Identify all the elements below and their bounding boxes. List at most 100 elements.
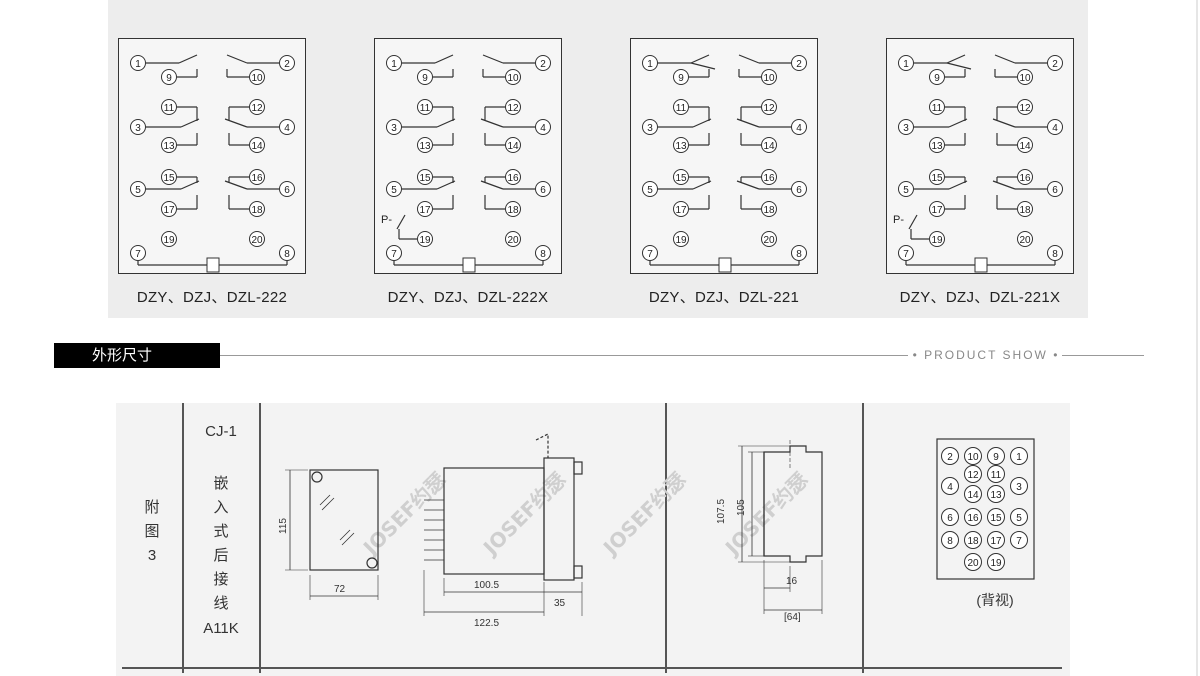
terminal-4: 4 — [279, 119, 295, 135]
back-terminal-label: 1 — [1016, 452, 1022, 463]
terminal-circle — [130, 181, 146, 197]
terminal-label: 11 — [164, 103, 175, 114]
terminal-11: 11 — [161, 99, 177, 115]
terminal-label: 2 — [540, 59, 546, 70]
terminal-circle — [386, 119, 402, 135]
terminal-circle — [505, 99, 521, 115]
terminal-circle — [1017, 137, 1033, 153]
back-terminal-5 — [1010, 508, 1028, 526]
terminal-circle — [929, 231, 945, 247]
terminal-19: 19 — [929, 231, 945, 247]
terminal-circle — [417, 137, 433, 153]
terminal-3: 3 — [898, 119, 914, 135]
terminal-circle — [791, 245, 807, 261]
terminal-circle — [130, 245, 146, 261]
terminal-label: 3 — [135, 123, 141, 134]
contact-right — [994, 54, 1016, 64]
terminal-circle — [1047, 245, 1063, 261]
terminal-circle — [1017, 169, 1033, 185]
contact-right — [480, 118, 504, 128]
terminal-2: 2 — [791, 55, 807, 71]
terminal-circle — [535, 181, 551, 197]
model-label: DZY、DZJ、DZL-222X — [387, 289, 549, 306]
terminal-label: 4 — [1052, 123, 1058, 134]
terminal-circle — [535, 245, 551, 261]
terminal-4: 4 — [535, 119, 551, 135]
terminal-label: 3 — [903, 123, 909, 134]
terminal-label: 4 — [796, 123, 802, 134]
terminal-circle — [279, 55, 295, 71]
terminal-5: 5 — [130, 181, 146, 197]
contact-right — [992, 118, 1016, 128]
terminal-9: 9 — [417, 69, 433, 85]
terminal-10: 10 — [505, 69, 521, 85]
terminal-label: 2 — [284, 59, 290, 70]
terminal-circle — [1047, 55, 1063, 71]
terminal-circle — [1047, 181, 1063, 197]
terminal-circle — [279, 181, 295, 197]
back-terminal-label: 17 — [990, 536, 1002, 547]
terminal-16: 16 — [249, 169, 265, 185]
terminal-label: 12 — [1019, 103, 1031, 114]
terminal-3: 3 — [130, 119, 146, 135]
section-subtitle: • PRODUCT SHOW • — [912, 348, 1060, 362]
contact-left — [180, 180, 200, 190]
terminal-label: 8 — [540, 249, 546, 260]
back-terminal-label: 9 — [993, 452, 999, 463]
terminal-label: 19 — [931, 235, 943, 246]
terminal-19: 19 — [417, 231, 433, 247]
coil — [462, 257, 476, 273]
terminal-label: 14 — [763, 141, 775, 152]
cutout-view — [738, 440, 823, 614]
terminal-12: 12 — [761, 99, 777, 115]
terminal-5: 5 — [642, 181, 658, 197]
terminal-circle — [673, 99, 689, 115]
terminal-4: 4 — [1047, 119, 1063, 135]
terminal-7: 7 — [898, 245, 914, 261]
terminal-12: 12 — [249, 99, 265, 115]
contact-right — [480, 180, 504, 190]
terminal-12: 12 — [1017, 99, 1033, 115]
contact-left — [692, 118, 712, 128]
section-title: 外形尺寸 — [54, 343, 220, 368]
p-contact — [908, 214, 918, 230]
model-label: DZY、DZJ、DZL-221 — [648, 289, 800, 306]
back-terminal-label: 3 — [1016, 482, 1022, 493]
terminal-14: 14 — [1017, 137, 1033, 153]
terminal-label: 20 — [251, 235, 263, 246]
terminal-circle — [386, 55, 402, 71]
terminal-circle — [161, 69, 177, 85]
terminal-15: 15 — [673, 169, 689, 185]
section-divider — [220, 355, 908, 356]
terminal-10: 10 — [1017, 69, 1033, 85]
back-terminal-12 — [964, 465, 982, 483]
terminal-circle — [1017, 201, 1033, 217]
terminal-label: 9 — [422, 73, 428, 84]
terminal-circle — [929, 169, 945, 185]
terminal-circle — [279, 245, 295, 261]
terminal-label: 20 — [1019, 235, 1031, 246]
terminal-label: 6 — [540, 185, 546, 196]
terminal-8: 8 — [279, 245, 295, 261]
terminal-circle — [1047, 119, 1063, 135]
terminal-16: 16 — [505, 169, 521, 185]
terminal-11: 11 — [673, 99, 689, 115]
terminal-circle — [1017, 231, 1033, 247]
terminal-label: 8 — [284, 249, 290, 260]
contact-right — [226, 54, 248, 64]
coil — [974, 257, 988, 273]
back-terminal-3 — [1010, 477, 1028, 495]
back-terminal-label: 6 — [947, 513, 953, 524]
terminal-label: 9 — [166, 73, 172, 84]
terminal-circle — [929, 201, 945, 217]
contact-left — [692, 180, 712, 190]
terminal-14: 14 — [249, 137, 265, 153]
terminal-circle — [417, 201, 433, 217]
terminal-label: 18 — [251, 205, 263, 216]
terminal-circle — [249, 201, 265, 217]
terminal-circle — [505, 169, 521, 185]
terminal-circle — [161, 99, 177, 115]
